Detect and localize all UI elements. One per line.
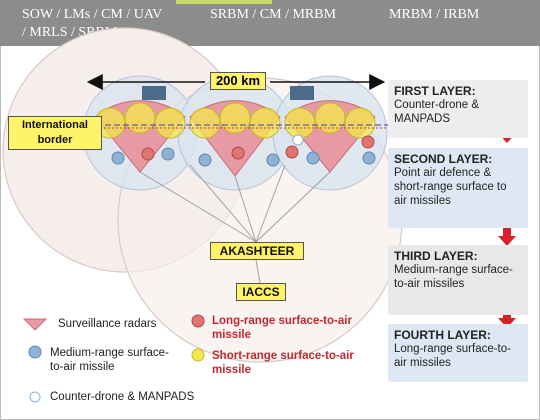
header-accent-strip xyxy=(176,0,272,4)
iaccs-label: IACCS xyxy=(236,283,286,301)
header-threats-mid: SRBM / CM / MRBM xyxy=(210,7,337,22)
legend-long-range-label: Long-range surface-to-air missile xyxy=(212,315,352,341)
radar-image-left xyxy=(142,86,166,100)
header-threats-far: MRBM / IRBM xyxy=(389,7,480,22)
legend-surveillance-label: Surveillance radars xyxy=(58,318,157,330)
layer-title: SECOND LAYER: xyxy=(394,152,493,166)
layer-title: THIRD LAYER: xyxy=(394,249,478,263)
legend-medium-range-label: Medium-range surface-to-air missile xyxy=(50,347,169,373)
layer-title: FOURTH LAYER: xyxy=(394,328,491,342)
layer-title: FIRST LAYER: xyxy=(394,84,476,98)
header-threats-near-line1: SOW / LMs / CM / UAV xyxy=(22,7,163,22)
layer-description: Counter-drone & MANPADS xyxy=(394,99,480,125)
akashteer-label: AKASHTEER xyxy=(210,242,304,260)
legend-medium-range-symbol xyxy=(28,345,42,359)
layer-panel-second: SECOND LAYER: Point air defence & short-… xyxy=(388,148,528,228)
legend-long-range-symbol xyxy=(191,314,205,328)
distance-label: 200 km xyxy=(210,72,266,90)
layer-description: Point air defence & short-range surface … xyxy=(394,167,507,207)
legend-counter-drone-symbol xyxy=(29,391,41,403)
layer-panel-fourth: FOURTH LAYER: Long-range surface-to-air … xyxy=(388,324,528,382)
layer-panel-first: FIRST LAYER: Counter-drone & MANPADS xyxy=(388,80,528,138)
point-defence-markers xyxy=(111,134,376,167)
short-range-circles xyxy=(94,102,376,139)
legend-counter-drone-label: Counter-drone & MANPADS xyxy=(50,391,195,403)
radar-image-right xyxy=(290,86,314,100)
layer-description: Long-range surface-to-air missiles xyxy=(394,343,511,369)
legend-short-range-symbol xyxy=(191,348,205,362)
legend-short-range-label: Short-range surface-to-air missile xyxy=(212,350,354,376)
layer-description: Medium-range surface-to-air missiles xyxy=(394,264,513,290)
international-border-label: International border xyxy=(8,116,102,150)
command-links xyxy=(139,164,331,284)
layer-panel-third: THIRD LAYER: Medium-range surface-to-air… xyxy=(388,245,528,315)
legend-radar-symbol xyxy=(22,318,48,331)
